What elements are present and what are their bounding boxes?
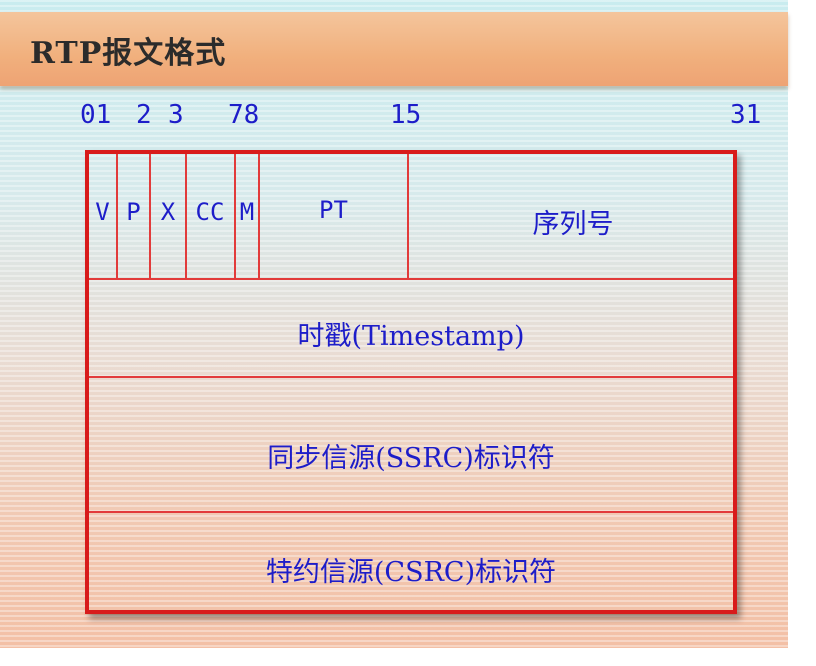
page-title: RTP报文格式 — [30, 36, 227, 71]
field-marker: M — [239, 198, 255, 226]
divider-row-2 — [89, 376, 733, 378]
slide-background: RTP报文格式 01 2 3 78 15 31 V P X CC M PT 序列… — [0, 0, 788, 648]
divider-row-3 — [89, 511, 733, 513]
bit-number-31: 31 — [730, 100, 762, 130]
field-version: V — [95, 198, 110, 226]
title-bar: RTP报文格式 — [0, 12, 788, 86]
divider-row-1 — [89, 278, 733, 280]
divider-pt-seq — [407, 154, 409, 279]
bit-number-0-1: 01 — [80, 100, 112, 130]
bit-number-7-8: 78 — [228, 100, 260, 130]
field-extension: X — [160, 198, 176, 226]
bit-number-2: 2 — [136, 100, 152, 130]
divider-p-x — [149, 154, 151, 279]
divider-v-p — [116, 154, 118, 279]
field-padding: P — [126, 198, 141, 226]
row-timestamp: 时戳(Timestamp) — [297, 321, 525, 352]
divider-m-pt — [258, 154, 260, 279]
row-ssrc: 同步信源(SSRC)标识符 — [267, 443, 555, 474]
divider-x-cc — [185, 154, 187, 279]
field-csrc-count: CC — [195, 198, 225, 226]
row-csrc: 特约信源(CSRC)标识符 — [265, 557, 557, 588]
bit-number-3: 3 — [168, 100, 184, 130]
rtp-header-frame: V P X CC M PT 序列号 时戳(Timestamp) 同步信源(SSR… — [85, 150, 737, 614]
field-payload-type: PT — [319, 196, 348, 224]
bit-number-15: 15 — [390, 100, 422, 130]
field-sequence-number: 序列号 — [532, 209, 614, 240]
divider-cc-m — [234, 154, 236, 279]
